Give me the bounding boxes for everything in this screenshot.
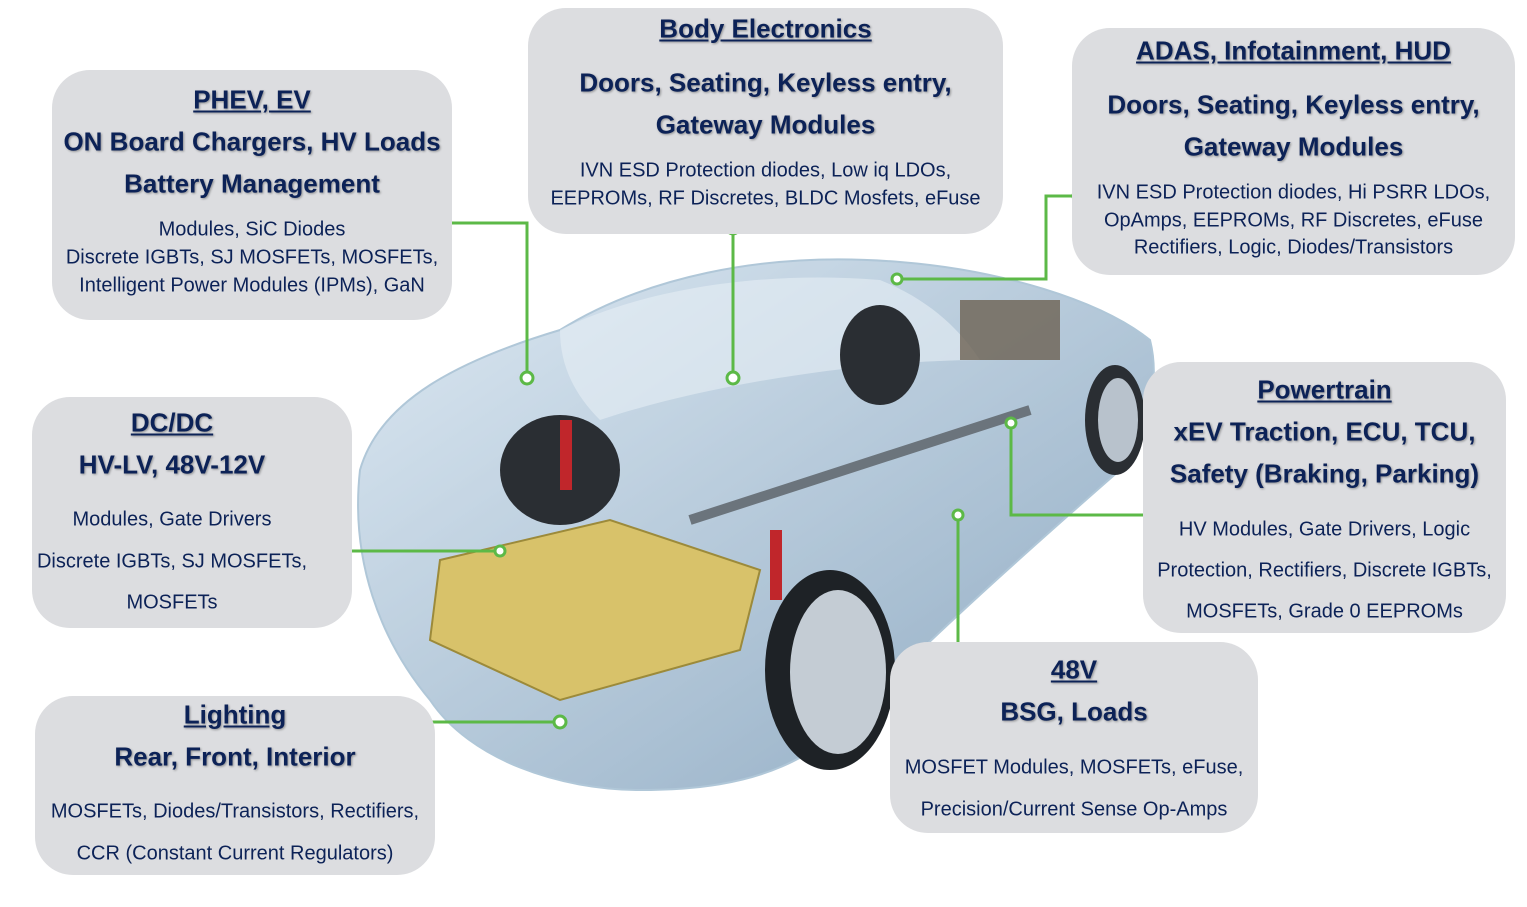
- box-item: CCR (Constant Current Regulators): [76, 842, 394, 865]
- box-item: Modules, Gate Drivers: [72, 508, 272, 531]
- connector-adas: [897, 194, 1078, 281]
- box-subtitle: Safety (Braking, Parking): [1169, 458, 1480, 489]
- box-subtitle: Battery Management: [124, 168, 380, 199]
- box-item: Intelligent Power Modules (IPMs), GaN: [79, 274, 425, 297]
- box-subtitle: Rear, Front, Interior: [114, 741, 356, 772]
- phev-ev-box: PHEV, EV ON Board Chargers, HV Loads Bat…: [52, 70, 452, 320]
- box-item: EEPROMs, RF Discretes, BLDC Mosfets, eFu…: [550, 187, 981, 210]
- box-item: MOSFETs, Diodes/Transistors, Rectifiers,: [50, 800, 420, 823]
- box-item: Discrete IGBTs, SJ MOSFETs,: [36, 550, 308, 573]
- body-electronics-box: Body Electronics Doors, Seating, Keyless…: [528, 8, 1003, 234]
- box-item: MOSFETs, Grade 0 EEPROMs: [1186, 600, 1463, 623]
- box-item: OpAmps, EEPROMs, RF Discretes, eFuse: [1104, 209, 1483, 232]
- box-subtitle: Doors, Seating, Keyless entry,: [1107, 89, 1480, 120]
- box-subtitle: HV-LV, 48V-12V: [78, 449, 266, 480]
- box-title: PHEV, EV: [193, 84, 311, 115]
- box-item: Precision/Current Sense Op-Amps: [920, 798, 1228, 821]
- adas-box: ADAS, Infotainment, HUD Doors, Seating, …: [1072, 28, 1515, 275]
- dcdc-box: DC/DC HV-LV, 48V-12V Modules, Gate Drive…: [32, 397, 352, 628]
- box-subtitle: BSG, Loads: [1000, 696, 1148, 727]
- box-item: Protection, Rectifiers, Discrete IGBTs,: [1157, 559, 1492, 582]
- connector-powertrain: [1009, 423, 1158, 517]
- box-subtitle: ON Board Chargers, HV Loads: [63, 126, 441, 157]
- box-title: Body Electronics: [659, 13, 872, 44]
- powertrain-box: Powertrain xEV Traction, ECU, TCU, Safet…: [1143, 362, 1506, 633]
- box-subtitle: Gateway Modules: [655, 109, 876, 140]
- box-title: DC/DC: [130, 407, 214, 438]
- wheel-front-left: [840, 305, 920, 405]
- box-subtitle: Doors, Seating, Keyless entry,: [579, 67, 952, 98]
- box-item: MOSFETs: [126, 591, 218, 614]
- connector-phev: [426, 221, 529, 378]
- box-item: HV Modules, Gate Drivers, Logic: [1178, 518, 1471, 541]
- box-item: IVN ESD Protection diodes, Hi PSRR LDOs,: [1096, 181, 1491, 204]
- box-item: IVN ESD Protection diodes, Low iq LDOs,: [579, 159, 952, 182]
- box-item: Rectifiers, Logic, Diodes/Transistors: [1133, 236, 1454, 259]
- box-title: Lighting: [183, 699, 287, 730]
- box-subtitle: Gateway Modules: [1183, 131, 1404, 162]
- lighting-box: Lighting Rear, Front, Interior MOSFETs, …: [35, 696, 435, 875]
- box-item: MOSFET Modules, MOSFETs, eFuse,: [904, 756, 1244, 779]
- box-title: Powertrain: [1257, 374, 1392, 405]
- 48v-box: 48V BSG, Loads MOSFET Modules, MOSFETs, …: [890, 642, 1258, 833]
- box-item: Discrete IGBTs, SJ MOSFETs, MOSFETs,: [65, 246, 439, 269]
- battery-pack: [428, 518, 762, 702]
- box-item: Modules, SiC Diodes: [158, 218, 346, 241]
- box-title: ADAS, Infotainment, HUD: [1136, 35, 1451, 66]
- box-subtitle: xEV Traction, ECU, TCU,: [1173, 416, 1476, 447]
- box-title: 48V: [1050, 654, 1098, 685]
